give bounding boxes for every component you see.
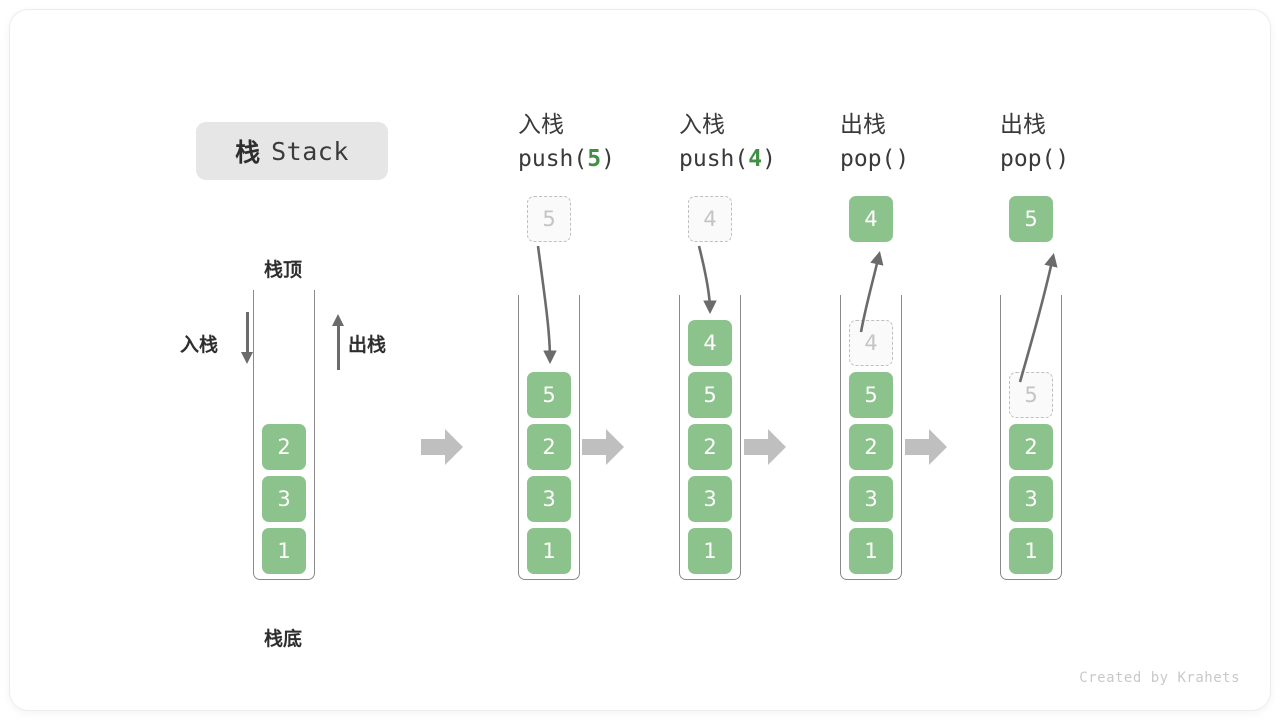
stack-bottom-label: 栈底: [264, 628, 303, 650]
stack-cell: 1: [527, 528, 571, 574]
push-arrow-shaft: [246, 312, 249, 354]
stack-cell: 3: [1009, 476, 1053, 522]
figure-title-en: Stack: [271, 136, 349, 166]
stack-cell: 2: [688, 424, 732, 470]
stack-cell: 5: [1009, 372, 1053, 418]
column-header-code-arg: 5: [587, 146, 602, 172]
push-arrow-head-icon: [241, 352, 253, 364]
stack-container-pop2: [1000, 295, 1062, 580]
stack-cell: 5: [849, 372, 893, 418]
column-header-code: pop(): [840, 146, 910, 172]
credit-text: Created by Krahets: [1079, 670, 1240, 686]
column-header-cn: 出栈: [1000, 112, 1046, 138]
figure-title-cn: 栈: [235, 138, 262, 167]
column-header-code: push(4): [679, 146, 776, 172]
curved-arrow-layer: [536, 245, 1058, 383]
stack-cell: 3: [849, 476, 893, 522]
stack-cell: 3: [527, 476, 571, 522]
stack-cell: 4: [849, 320, 893, 366]
column-header-cn: 入栈: [679, 112, 725, 138]
pop-direction-label: 出栈: [348, 334, 387, 356]
stack-cell: 2: [527, 424, 571, 470]
stack-cell: 5: [688, 372, 732, 418]
column-header-push4: 入栈 push(4): [679, 108, 776, 176]
stack-container-push4: [679, 295, 741, 580]
column-header-push5: 入栈 push(5): [518, 108, 615, 176]
figure-title-badge: 栈 Stack: [196, 122, 388, 180]
stack-cell: 3: [688, 476, 732, 522]
stack-container-pop1: [840, 295, 902, 580]
stack-cell: 4: [688, 320, 732, 366]
stack-cell: 1: [688, 528, 732, 574]
column-header-pop2: 出栈 pop(): [1000, 108, 1069, 176]
stack-container-push5: [518, 295, 580, 580]
column-header-cn: 出栈: [840, 112, 886, 138]
floating-cell-push5: 5: [527, 196, 571, 242]
transition-arrow-icon: [742, 425, 788, 469]
stack-cell: 5: [527, 372, 571, 418]
pop-arrow-shaft: [337, 326, 340, 370]
column-header-code: push(5): [518, 146, 615, 172]
transition-arrow-icon: [419, 425, 465, 469]
stack-cell: 2: [262, 424, 306, 470]
floating-cell-pop1: 4: [849, 196, 893, 242]
stack-cell: 1: [1009, 528, 1053, 574]
stack-cell: 1: [262, 528, 306, 574]
transition-arrow-icon: [903, 425, 949, 469]
stack-cell: 3: [262, 476, 306, 522]
stack-cell: 1: [849, 528, 893, 574]
push-direction-label: 入栈: [180, 334, 219, 356]
column-header-pop1: 出栈 pop(): [840, 108, 909, 176]
stack-cell: 2: [1009, 424, 1053, 470]
stack-cell: 2: [849, 424, 893, 470]
column-header-code: pop(): [1000, 146, 1070, 172]
column-header-code-arg: 4: [748, 146, 763, 172]
transition-arrow-icon: [580, 425, 626, 469]
floating-cell-pop2: 5: [1009, 196, 1053, 242]
stack-top-label: 栈顶: [264, 259, 303, 281]
floating-cell-push4: 4: [688, 196, 732, 242]
column-header-cn: 入栈: [518, 112, 564, 138]
stack-container-initial: [253, 290, 315, 580]
pop-arrow-head-icon: [332, 314, 344, 326]
